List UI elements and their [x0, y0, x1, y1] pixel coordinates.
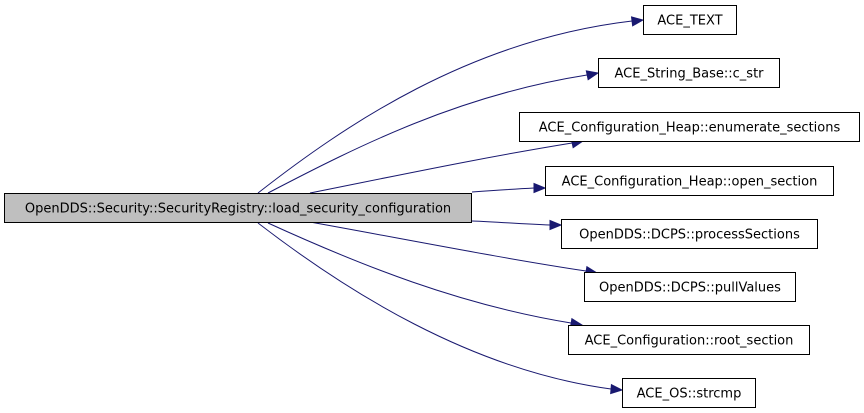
- node-enumerate-sections-label: ACE_Configuration_Heap::enumerate_sectio…: [539, 121, 841, 136]
- node-ace-text[interactable]: ACE_TEXT: [643, 5, 737, 35]
- edge-root-to-c_str: [267, 74, 588, 194]
- arrowhead-strcmp: [610, 383, 624, 395]
- node-root-section-box: [568, 325, 810, 355]
- nodes-layer: OpenDDS::Security::SecurityRegistry::loa…: [4, 5, 860, 408]
- node-root-label: OpenDDS::Security::SecurityRegistry::loa…: [25, 202, 451, 217]
- node-root-box: [4, 193, 472, 223]
- node-strcmp-box: [622, 378, 756, 408]
- node-open-section-label: ACE_Configuration_Heap::open_section: [562, 175, 818, 190]
- node-process-sections-box: [561, 219, 818, 249]
- node-strcmp-label: ACE_OS::strcmp: [637, 387, 742, 402]
- node-process-sections-label: OpenDDS::DCPS::processSections: [579, 228, 800, 243]
- node-pull-values-label: OpenDDS::DCPS::pullValues: [599, 281, 781, 296]
- arrowhead-ace_text: [630, 16, 645, 27]
- node-c-str-box: [598, 58, 780, 88]
- node-root-section[interactable]: ACE_Configuration::root_section: [568, 325, 810, 355]
- node-c-str-label: ACE_String_Base::c_str: [614, 67, 764, 82]
- arrowhead-c_str: [585, 70, 600, 81]
- node-ace-text-box: [643, 5, 737, 35]
- node-root-section-label: ACE_Configuration::root_section: [585, 334, 794, 349]
- node-strcmp[interactable]: ACE_OS::strcmp: [622, 378, 756, 408]
- node-enumerate-sections[interactable]: ACE_Configuration_Heap::enumerate_sectio…: [519, 112, 860, 142]
- edge-root-to-strcmp: [257, 222, 612, 390]
- node-open-section-box: [545, 166, 834, 196]
- edge-root-to-ace_text: [257, 20, 633, 194]
- node-root[interactable]: OpenDDS::Security::SecurityRegistry::loa…: [4, 193, 472, 223]
- node-c-str[interactable]: ACE_String_Base::c_str: [598, 58, 780, 88]
- node-pull-values-box: [584, 272, 796, 302]
- edge-root-to-root_section: [267, 222, 572, 324]
- node-process-sections[interactable]: OpenDDS::DCPS::processSections: [561, 219, 818, 249]
- edge-root-to-process_sections: [471, 220, 551, 226]
- edge-root-to-enumerate_sections: [309, 142, 573, 194]
- edge-root-to-open_section: [471, 187, 535, 193]
- node-open-section[interactable]: ACE_Configuration_Heap::open_section: [545, 166, 834, 196]
- node-pull-values[interactable]: OpenDDS::DCPS::pullValues: [584, 272, 796, 302]
- node-enumerate-sections-box: [519, 112, 860, 142]
- arrowhead-open_section: [533, 182, 547, 194]
- node-ace-text-label: ACE_TEXT: [657, 14, 722, 29]
- edge-root-to-pull_values: [309, 221, 587, 272]
- arrowhead-process_sections: [549, 219, 563, 231]
